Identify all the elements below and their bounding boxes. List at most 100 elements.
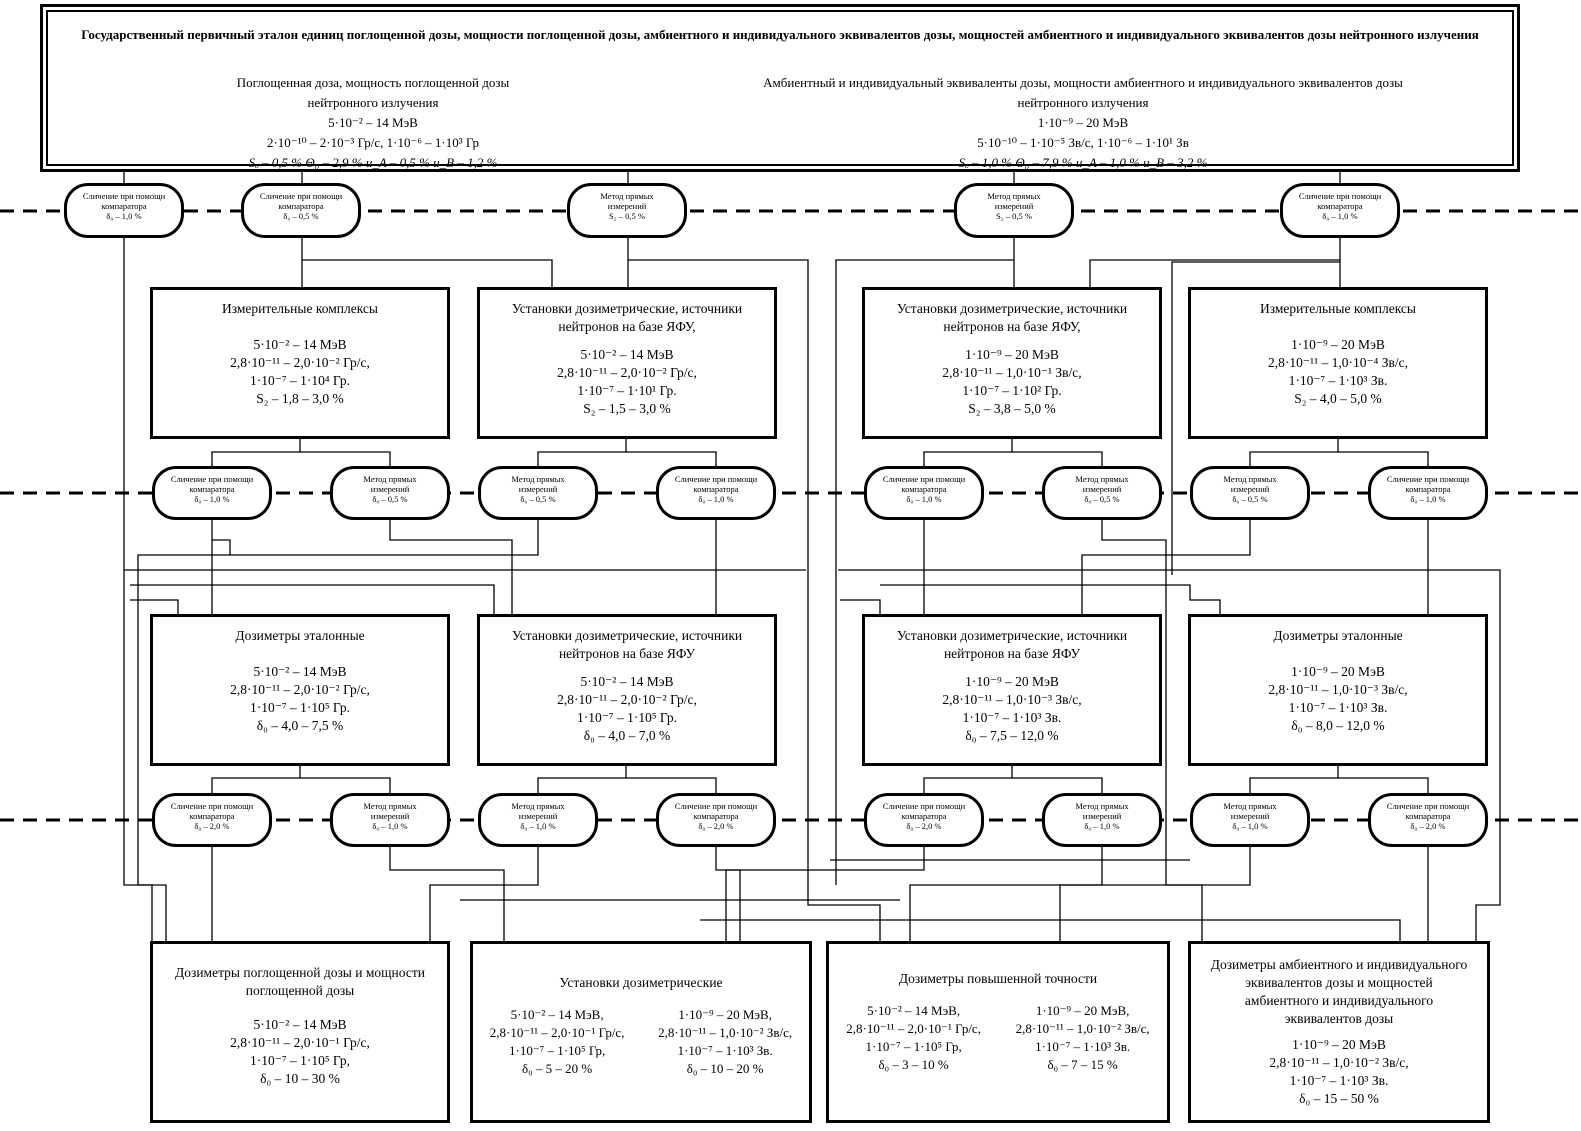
pill-line: Метод прямых <box>987 191 1041 201</box>
pill-line: компаратора <box>189 484 235 494</box>
box-line: 2,8·10⁻¹¹ – 2,0·10⁻¹ Гр/с, <box>846 1021 981 1036</box>
box-title: Установки дозиметрические, источники ней… <box>896 301 1128 334</box>
pill-line: δ₀ – 1,0 % <box>1410 494 1446 504</box>
box-line: 1·10⁻⁷ – 1·10⁴ Гр. <box>250 373 350 388</box>
pill-line: δ₀ – 0,5 % <box>520 494 556 504</box>
box-line: δ₀ – 4,0 – 7,5 % <box>256 718 344 733</box>
pill-line: δ₀ – 1,0 % <box>372 821 408 831</box>
box-dosimetric-installations-absorbed-r2: Установки дозиметрические, источники ней… <box>477 614 777 766</box>
pill-line: измерений <box>1082 811 1122 821</box>
pill-line: Метод прямых <box>1075 801 1129 811</box>
pill-line: измерений <box>1082 484 1122 494</box>
box-title: Установки дозиметрические, источники ней… <box>511 628 743 661</box>
box-line: 2,8·10⁻¹¹ – 1,0·10⁻² Зв/с, <box>1269 1055 1409 1070</box>
box-dosimetric-installations-equivalent-r1: Установки дозиметрические, источники ней… <box>862 287 1162 439</box>
box-line: 5·10⁻² – 14 МэВ <box>580 347 674 362</box>
box-line: S₂ – 1,5 – 3,0 % <box>583 401 671 416</box>
pill-line: Сличение при помощи <box>1386 474 1470 484</box>
pill-line: компаратора <box>693 484 739 494</box>
box-ambient-individual-dosimeters: Дозиметры амбиентного и индивидуального … <box>1188 941 1490 1123</box>
pill-line: δ₀ – 1,0 % <box>1084 821 1120 831</box>
pill-line: измерений <box>370 811 410 821</box>
box-line: 1·10⁻⁷ – 1·10⁵ Гр, <box>865 1039 962 1054</box>
box-dosimetric-installations-absorbed-r1: Установки дозиметрические, источники ней… <box>477 287 777 439</box>
pill-line: измерений <box>607 201 647 211</box>
pill-line: компаратора <box>1317 201 1363 211</box>
box-line: 5·10⁻² – 14 МэВ <box>253 1017 347 1032</box>
box-line: 5·10⁻² – 14 МэВ <box>253 337 347 352</box>
pill-line: δ₀ – 2,0 % <box>906 821 942 831</box>
pill-line: Сличение при помощи <box>674 474 758 484</box>
pill-line: Метод прямых <box>1223 801 1277 811</box>
pill-line: δ₀ – 1,0 % <box>106 211 142 221</box>
pill-line: δ₀ – 0,5 % <box>283 211 319 221</box>
pill-line: Сличение при помощи <box>882 474 966 484</box>
pill-line: компаратора <box>189 811 235 821</box>
box-title: Измерительные комплексы <box>222 301 378 316</box>
equivalent-values: 1·10⁻⁹ – 20 МэВ, 2,8·10⁻¹¹ – 1,0·10⁻² Зв… <box>1016 1002 1150 1074</box>
pill-line: Метод прямых <box>363 801 417 811</box>
pill-line: Сличение при помощи <box>674 801 758 811</box>
pill-line: Метод прямых <box>511 801 565 811</box>
box-line: 2,8·10⁻¹¹ – 1,0·10⁻³ Зв/с, <box>1268 682 1408 697</box>
box-title: Дозиметры повышенной точности <box>898 971 1098 986</box>
pill-line: измерений <box>1230 484 1270 494</box>
pill-line: измерений <box>370 484 410 494</box>
box-line: 1·10⁻⁷ – 1·10³ Зв. <box>1035 1039 1131 1054</box>
pill-line: Сличение при помощи <box>259 191 343 201</box>
box-dosimetric-installations-working: Установки дозиметрические 5·10⁻² – 14 Мэ… <box>470 941 812 1123</box>
pill-line: Сличение при помощи <box>1298 191 1382 201</box>
box-line: δ₀ – 7,5 – 12,0 % <box>965 728 1059 743</box>
box-title: Установки дозиметрические, источники ней… <box>896 628 1128 661</box>
pill-line: δ₀ – 0,5 % <box>372 494 408 504</box>
pill-line: компаратора <box>1405 484 1451 494</box>
box-reference-dosimeters-equivalent: Дозиметры эталонные 1·10⁻⁹ – 20 МэВ 2,8·… <box>1188 614 1488 766</box>
box-line: 1·10⁻⁷ – 1·10³ Зв. <box>1288 700 1388 715</box>
box-line: δ₀ – 3 – 10 % <box>878 1057 949 1072</box>
box-line: 1·10⁻⁷ – 1·10² Гр. <box>962 383 1062 398</box>
equivalent-dose-column: Амбиентный и индивидуальный эквиваленты … <box>683 73 1483 173</box>
box-measuring-complexes-equivalent: Измерительные комплексы 1·10⁻⁹ – 20 МэВ … <box>1188 287 1488 439</box>
pill-line: δ₀ – 2,0 % <box>194 821 230 831</box>
pill-line: компаратора <box>101 201 147 211</box>
box-line: 2,8·10⁻¹¹ – 2,0·10⁻² Гр/с, <box>557 692 697 707</box>
box-line: δ₀ – 10 – 20 % <box>686 1061 764 1076</box>
box-line: 1·10⁻⁷ – 1·10³ Зв. <box>1289 1073 1389 1088</box>
pill-line: S₂ – 0,5 % <box>995 211 1033 221</box>
box-line: 1·10⁻⁹ – 20 МэВ <box>1291 664 1385 679</box>
pill-line: Сличение при помощи <box>170 801 254 811</box>
box-measuring-complexes-absorbed: Измерительные комплексы 5·10⁻² – 14 МэВ … <box>150 287 450 439</box>
std-right-line: Амбиентный и индивидуальный эквиваленты … <box>763 75 1403 90</box>
primary-standard-box: Государственный первичный эталон единиц … <box>40 4 1520 172</box>
two-column-values: 5·10⁻² – 14 МэВ, 2,8·10⁻¹¹ – 2,0·10⁻¹ Гр… <box>829 1002 1167 1074</box>
pill-line: δ₀ – 1,0 % <box>698 494 734 504</box>
pill-line: Сличение при помощи <box>170 474 254 484</box>
box-line: 5·10⁻² – 14 МэВ, <box>867 1003 961 1018</box>
pill-line: δ₀ – 1,0 % <box>194 494 230 504</box>
absorbed-dose-column: Поглощенная доза, мощность поглощенной д… <box>193 73 553 173</box>
box-line: 2,8·10⁻¹¹ – 2,0·10⁻² Гр/с, <box>557 365 697 380</box>
std-left-line: Поглощенная доза, мощность поглощенной д… <box>236 75 510 90</box>
pill-line: δ₀ – 0,5 % <box>1232 494 1268 504</box>
primary-standard-title: Государственный первичный эталон единиц … <box>81 27 1479 42</box>
absorbed-values: 5·10⁻² – 14 МэВ, 2,8·10⁻¹¹ – 2,0·10⁻¹ Гр… <box>490 1006 625 1078</box>
absorbed-values: 5·10⁻² – 14 МэВ, 2,8·10⁻¹¹ – 2,0·10⁻¹ Гр… <box>846 1002 981 1074</box>
box-line: 2,8·10⁻¹¹ – 2,0·10⁻¹ Гр/с, <box>230 1035 370 1050</box>
pill-line: Метод прямых <box>600 191 654 201</box>
pill-line: измерений <box>1230 811 1270 821</box>
pill-line: δ₀ – 1,0 % <box>520 821 556 831</box>
box-title: Установки дозиметрические <box>559 975 723 990</box>
box-line: 1·10⁻⁷ – 1·10³ Зв. <box>1288 373 1388 388</box>
